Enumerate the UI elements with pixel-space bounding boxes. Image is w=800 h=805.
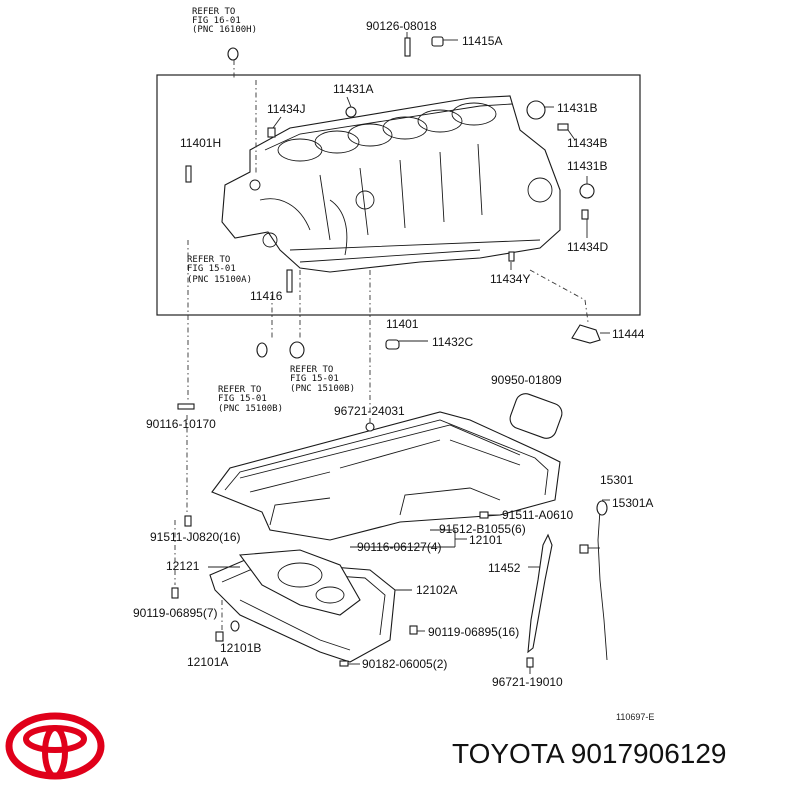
label-11431A: 11431A — [333, 82, 373, 96]
dipstick-handle — [596, 500, 608, 516]
cylinder-block — [221, 95, 561, 273]
label-90119-06895-7: 90119-06895(7) — [133, 606, 218, 620]
refer-note-15100B-a-line2: FIG 15-01 — [290, 374, 339, 384]
refer-note-16100H-line2: FIG 16-01 — [192, 16, 241, 26]
oil-strainer — [238, 549, 361, 616]
refer-note-16100H-line1: REFER TO — [192, 7, 235, 17]
refer-note-15100A-line1: REFER TO — [187, 255, 230, 265]
oil-seal-part — [509, 393, 563, 439]
label-91511-A0610: 91511-A0610 — [502, 508, 574, 522]
label-11401H: 11401H — [180, 136, 221, 150]
label-12101B: 12101B — [220, 641, 261, 655]
label-12101A: 12101A — [187, 655, 228, 669]
block-frame — [156, 74, 641, 316]
label-91512-B1055: 91512-B1055(6) — [439, 522, 526, 536]
refer-note-15100B-b-line2: FIG 15-01 — [218, 394, 267, 404]
hardware-parts — [171, 36, 601, 668]
label-11431B-mid: 11431B — [567, 159, 607, 173]
label-11415A: 11415A — [462, 34, 502, 48]
label-90119-06895-16: 90119-06895(16) — [428, 625, 519, 639]
label-12102A: 12102A — [416, 583, 457, 597]
label-91511-J0820: 91511-J0820(16) — [150, 530, 241, 544]
label-11434B: 11434B — [567, 136, 607, 150]
refer-notes: REFER TO FIG 16-01 (PNC 16100H) REFER TO… — [187, 7, 355, 414]
label-90950-01809: 90950-01809 — [491, 373, 562, 387]
toyota-logo — [5, 712, 105, 780]
refer-note-15100B-b-line1: REFER TO — [218, 385, 261, 395]
label-12121: 12121 — [166, 559, 200, 573]
label-90182-06005: 90182-06005(2) — [362, 657, 447, 671]
label-11434D: 11434D — [567, 240, 608, 254]
part-labels: 11415A 90126-08018 11431A 11434J 11431B … — [133, 19, 653, 689]
dipstick-guide — [527, 533, 553, 654]
diagram-code: 110697-E — [616, 712, 654, 722]
label-15301: 15301 — [600, 473, 634, 487]
label-11432C: 11432C — [432, 335, 473, 349]
label-90116-10170: 90116-10170 — [146, 417, 216, 431]
center-lines — [174, 60, 589, 630]
label-11444: 11444 — [612, 327, 645, 341]
label-12101: 12101 — [469, 533, 503, 547]
refer-note-15100A-line3: (PNC 15100A) — [187, 275, 252, 285]
label-15301A: 15301A — [612, 496, 653, 510]
refer-note-16100H-line3: (PNC 16100H) — [192, 25, 257, 35]
refer-note-15100B-b-line3: (PNC 15100B) — [218, 404, 283, 414]
label-90126-08018: 90126-08018 — [366, 19, 437, 33]
label-90116-06127: 90116-06127(4) — [357, 540, 442, 554]
refer-note-15100B-a-line1: REFER TO — [290, 365, 333, 375]
dipstick — [597, 509, 608, 661]
refer-note-15100B-a-line3: (PNC 15100B) — [290, 384, 355, 394]
label-11434Y: 11434Y — [490, 272, 530, 286]
label-96721-19010: 96721-19010 — [492, 675, 563, 689]
label-11452: 11452 — [488, 561, 521, 575]
label-11401: 11401 — [386, 317, 419, 331]
refer-note-15100A-line2: FIG 15-01 — [187, 264, 236, 274]
leader-lines — [208, 32, 610, 674]
label-96721-24031: 96721-24031 — [334, 404, 405, 418]
oil-pan-upper — [211, 411, 561, 541]
label-11431B-top: 11431B — [557, 101, 597, 115]
label-11416: 11416 — [250, 289, 283, 303]
brand-part-number: TOYOTA 9017906129 — [452, 738, 727, 769]
label-11434J: 11434J — [267, 102, 305, 116]
